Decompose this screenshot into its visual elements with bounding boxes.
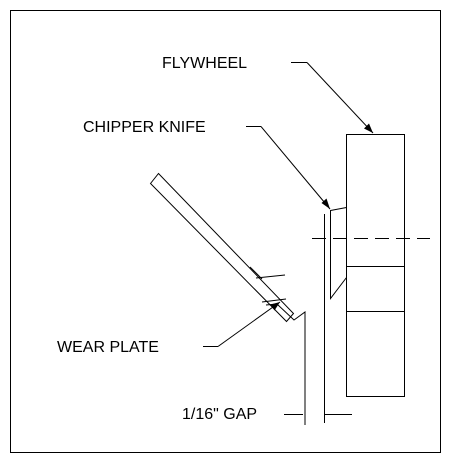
drawing-border — [10, 10, 441, 453]
chipper-knife-label: CHIPPER KNIFE — [83, 119, 206, 136]
wear-plate-leader-diag — [217, 301, 281, 347]
wear-plate-arrowhead — [270, 302, 280, 311]
knife-arrowhead — [321, 198, 330, 209]
flywheel-leader — [291, 62, 374, 134]
wear-plate-assembly — [149, 172, 306, 425]
wear-plate-leader — [203, 301, 281, 347]
chipper-knife-outline — [330, 206, 347, 300]
wear-plate-tick-upper — [255, 274, 286, 279]
anvil-profile — [265, 303, 306, 425]
chipper-knife-leader — [246, 126, 331, 210]
gap-label: 1/16" GAP — [182, 406, 257, 423]
wear-plate-label: WEAR PLATE — [57, 339, 159, 356]
flywheel — [346, 134, 405, 397]
flywheel-label: FLYWHEEL — [162, 55, 247, 72]
flywheel-arrowhead — [364, 123, 373, 133]
chipper-knife — [324, 206, 347, 423]
wear-plate-outline — [149, 172, 295, 323]
wear-plate-tick-lower — [261, 298, 287, 303]
flywheel-leader-diag — [306, 62, 374, 134]
knife-leader-diag — [260, 126, 331, 210]
flywheel-outline — [346, 134, 405, 397]
wear-plate-joint-line — [249, 266, 263, 280]
